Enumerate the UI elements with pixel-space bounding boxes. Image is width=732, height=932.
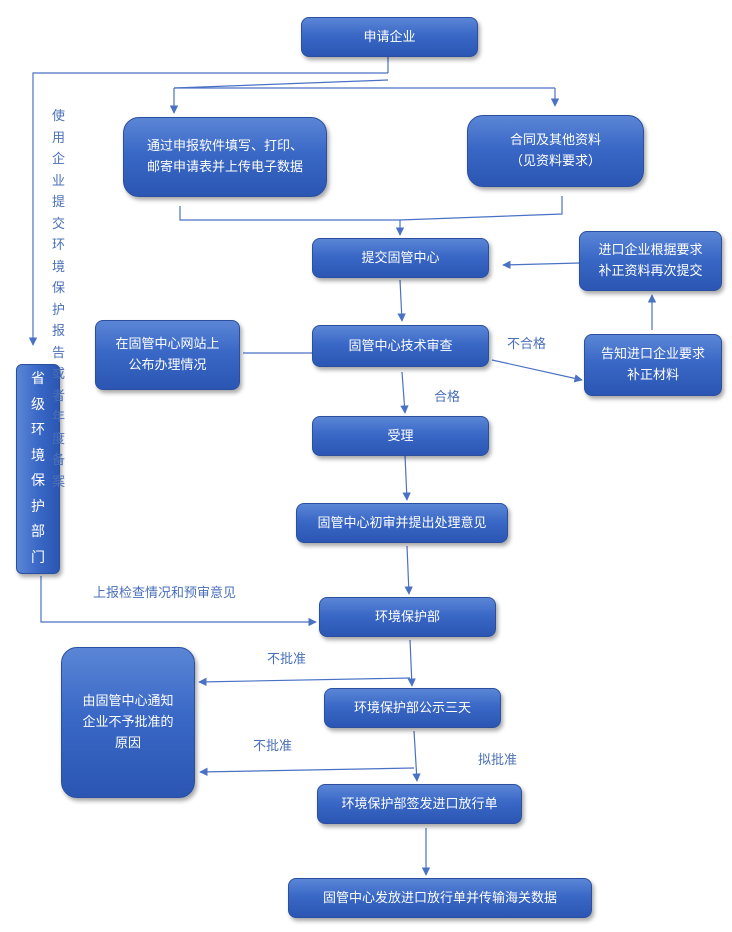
node-contract-materials: 合同及其他资料 （见资料要求） (467, 115, 644, 187)
node-publicity: 环境保护部公示三天 (324, 688, 501, 728)
node-provincial-epd: 省级环境保护部门 (16, 364, 60, 574)
label-not-approved-1: 不批准 (267, 652, 307, 667)
arrow-publicity-to-sign (412, 730, 421, 782)
arrow-provincial-to-mep (40, 576, 317, 627)
arrow-mep-to-publicity (407, 639, 416, 687)
label-approve: 拟批准 (478, 753, 518, 768)
arrow-not-approved-1 (198, 677, 411, 687)
label-not-approved-2: 不批准 (253, 739, 293, 754)
node-sign-permit: 环境保护部签发进口放行单 (317, 784, 522, 824)
arrow-tech-to-accept (400, 371, 409, 414)
arrow-submit-to-tech (397, 279, 406, 322)
node-issue-permit: 固管中心发放进口放行单并传输海关数据 (288, 878, 592, 918)
label-qualified: 合格 (434, 390, 461, 405)
arrow-not-approved-2 (199, 767, 415, 777)
connector-company-left-to-provincial (28, 72, 388, 346)
arrow-tech-to-notify (491, 359, 583, 383)
connector-contract-merge (399, 196, 563, 221)
node-apply-company: 申请企业 (301, 17, 478, 57)
node-fill-software: 通过申报软件填写、打印、 邮寄申请表并上传电子数据 (123, 117, 327, 197)
label-unqualified: 不合格 (507, 337, 547, 352)
node-resubmit: 进口企业根据要求 补正资料再次提交 (579, 231, 722, 291)
node-tech-review: 固管中心技术审查 (312, 325, 489, 367)
node-initial-review: 固管中心初审并提出处理意见 (296, 503, 508, 543)
node-mep: 环境保护部 (319, 597, 496, 637)
node-notify-supplement: 告知进口企业要求 补正材料 (584, 334, 722, 396)
node-reject-notice: 由固管中心通知 企业不予批准的 原因 (61, 647, 195, 798)
node-accept: 受理 (312, 416, 489, 456)
connector-company-split (173, 79, 389, 89)
node-publish-status: 在固管中心网站上 公布办理情况 (95, 320, 240, 390)
connector-fill-software-merge (179, 206, 400, 221)
arrow-accept-to-initial (402, 454, 411, 501)
arrow-resubmit-to-submit (502, 260, 581, 270)
label-report-opinion: 上报检查情况和预审意见 (93, 586, 237, 601)
arrow-initial-to-mep (404, 545, 413, 595)
node-submit-center: 提交固管中心 (312, 238, 489, 278)
side-note-label: 使用企业提交环境保护报告或者年度备案 (52, 109, 66, 490)
